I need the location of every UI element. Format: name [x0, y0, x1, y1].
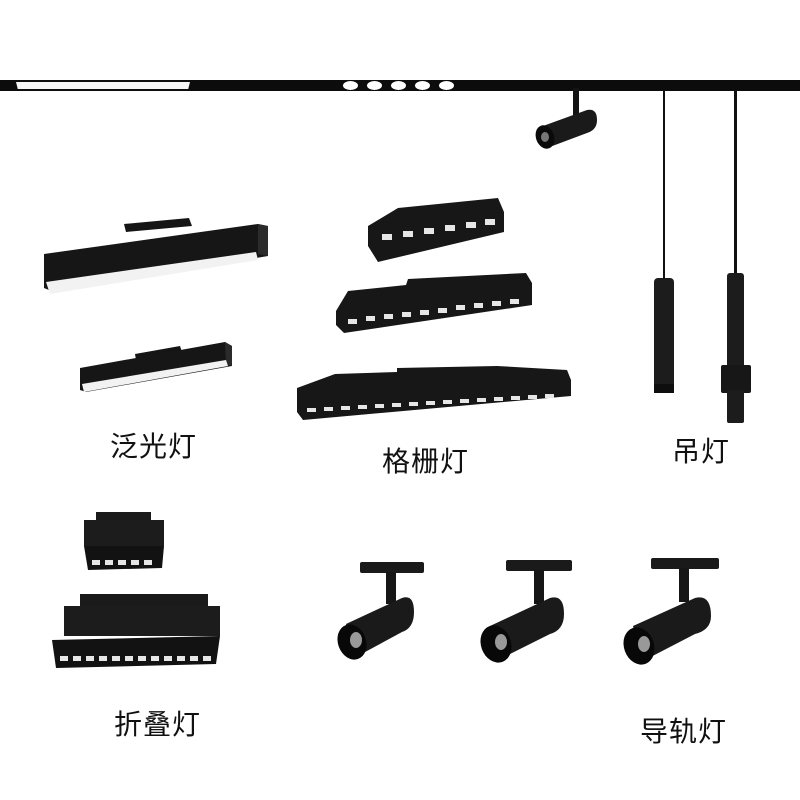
dot-light-icon	[415, 81, 430, 90]
grille-light-long-icon	[297, 366, 571, 420]
flood-light-short-icon	[80, 342, 232, 392]
grille-light-medium-icon	[336, 273, 532, 333]
track-linear-strip-light	[16, 82, 190, 89]
folding-light-small-icon	[84, 512, 164, 570]
category-label-grille: 格栅灯	[382, 445, 470, 478]
folding-light-long-icon	[52, 594, 220, 668]
category-label-track: 导轨灯	[640, 715, 728, 748]
pendant-light-stepped-icon	[721, 90, 751, 423]
category-label-pendant: 吊灯	[672, 435, 731, 468]
track-spotlight-1-icon	[337, 562, 424, 660]
track-spotlight-2-icon	[480, 560, 572, 663]
category-label-folding: 折叠灯	[114, 708, 202, 741]
dot-light-icon	[367, 81, 382, 90]
grille-light-small-icon	[368, 198, 504, 262]
track-spotlight-3-icon	[623, 558, 719, 665]
dot-light-icon	[439, 81, 454, 90]
flood-light-long-icon	[44, 218, 268, 294]
dot-light-icon	[391, 81, 406, 90]
track-mounted-spotlight-icon	[535, 88, 597, 149]
category-label-flood: 泛光灯	[110, 430, 198, 463]
dot-light-icon	[343, 81, 358, 90]
pendant-light-cylinder-icon	[654, 90, 674, 393]
track-dot-lights	[343, 81, 463, 90]
